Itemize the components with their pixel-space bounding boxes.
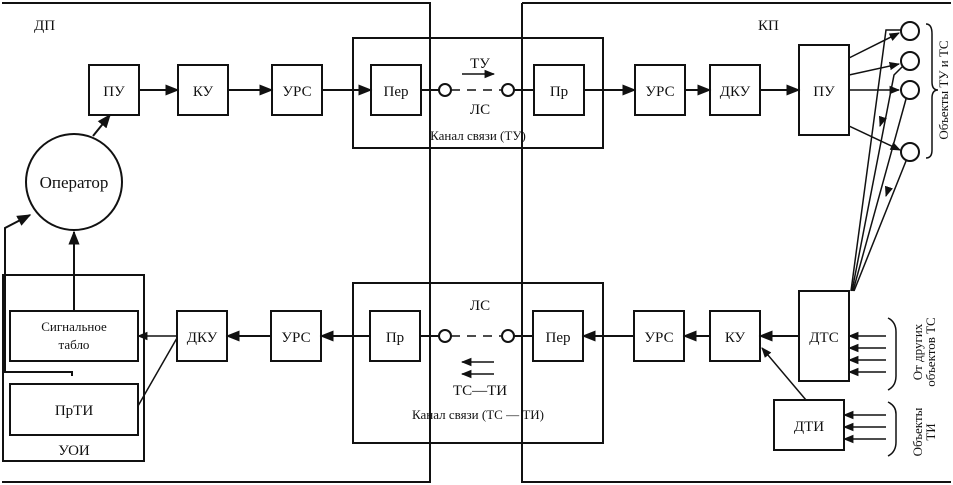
operator-label: Оператор (40, 173, 109, 192)
block-ku-dp (177, 64, 229, 116)
block-ku-kp-label: КУ (725, 330, 746, 346)
block-dti (773, 399, 845, 451)
block-pu-dp-label: ПУ (103, 84, 125, 100)
block-urs-dp-top-label: УРС (282, 84, 311, 100)
block-per-top (370, 64, 422, 116)
label-objects-tu-ts: Объекты ТУ и ТС (936, 40, 951, 139)
dp-section-frame (2, 2, 431, 483)
signal-board-label-line1: Сигнальное (41, 319, 107, 334)
block-dku-dp (176, 310, 228, 362)
block-dti-label: ДТИ (794, 419, 824, 435)
block-dts-label: ДТС (809, 330, 838, 346)
ti-receiver-label: ПрТИ (55, 403, 93, 419)
block-pr-top-label: Пр (550, 84, 568, 100)
block-ku-dp-label: КУ (193, 84, 214, 100)
uoi-label: УОИ (58, 443, 90, 459)
direction-label-tu: ТУ (470, 56, 490, 72)
kp-section-frame (521, 2, 951, 483)
block-per-top-label: Пер (384, 84, 409, 100)
block-urs-kp-top (634, 64, 686, 116)
label-from-other-objects-line1: От других (910, 323, 925, 380)
line-object-2-dts (851, 65, 904, 292)
line-object-3-dts (852, 98, 907, 292)
channel-ts-ti-frame (352, 282, 604, 444)
line-label-top: ЛС (470, 102, 490, 118)
block-dku-dp-label: ДКУ (187, 330, 218, 346)
object-circle-2 (900, 51, 920, 71)
block-urs-kp-bottom (633, 310, 685, 362)
line-label-bottom: ЛС (470, 298, 490, 314)
channel-tu-label: Канал связи (ТУ) (430, 128, 526, 143)
operator-node (25, 133, 123, 231)
channel-tu-frame (352, 37, 604, 149)
block-urs-dp-top (271, 64, 323, 116)
feedback-path-operator (4, 214, 73, 376)
terminal-left-top (438, 83, 452, 97)
terminal-right-top (501, 83, 515, 97)
label-from-other-objects-line2: объектов ТС (923, 317, 938, 386)
arrow-dti-ku (761, 347, 807, 401)
block-urs-kp-bottom-label: УРС (644, 330, 673, 346)
channel-ts-ti-label: Канал связи (ТС — ТИ) (412, 407, 544, 422)
label-objects-ti-line2: ТИ (923, 423, 938, 440)
line-object-4-dts (853, 160, 907, 292)
arrow-pu-object-1 (848, 32, 900, 59)
block-urs-kp-top-label: УРС (645, 84, 674, 100)
ti-inputs: Объекты ТИ (842, 401, 938, 457)
dp-section-label: ДП (34, 18, 55, 34)
line-object-1-dts (850, 29, 901, 292)
block-pu-kp-label: ПУ (813, 84, 835, 100)
brace-objects-ti (887, 401, 897, 457)
objects-tu-ts: Объекты ТУ и ТС (848, 21, 951, 292)
arrow-pu-object-4 (848, 125, 901, 151)
terminal-left-bottom (438, 329, 452, 343)
terminal-right-bottom (501, 329, 515, 343)
arrowhead-object-4-dts (885, 185, 893, 197)
arrow-pu-object-2 (848, 61, 901, 76)
object-circle-1 (900, 21, 920, 41)
object-circle-3 (900, 80, 920, 100)
top-chain: ПУ КУ УРС Пер Пр УРС ДКУ ПУ ТУ ЛС Канал (88, 37, 850, 149)
ts-inputs: От других объектов ТС (847, 317, 938, 391)
signal-board-label-line2: табло (59, 337, 90, 352)
block-urs-dp-bottom-label: УРС (281, 330, 310, 346)
block-pu-dp (88, 64, 140, 116)
object-circle-4 (900, 142, 920, 162)
block-per-bottom (532, 310, 584, 362)
line-dku-ti-receiver (137, 337, 178, 407)
brace-other-objects-ts (887, 317, 897, 391)
arrowhead-object-2-dts (879, 115, 887, 127)
brace-objects-tu-ts (925, 23, 939, 159)
block-per-bottom-label: Пер (546, 330, 571, 346)
block-pr-bottom-label: Пр (386, 330, 404, 346)
block-dku-kp-label: ДКУ (720, 84, 751, 100)
block-dts (798, 290, 850, 382)
kp-section-label: КП (758, 18, 779, 34)
ti-receiver-block (9, 383, 139, 436)
direction-label-ts-ti: ТС—ТИ (453, 383, 507, 399)
arrow-operator-pu (92, 113, 111, 137)
label-objects-ti-line1: Объекты (910, 407, 925, 456)
bottom-chain: ДКУ УРС Пр Пер УРС КУ ДТС ДТИ ЛС Т (136, 282, 850, 451)
